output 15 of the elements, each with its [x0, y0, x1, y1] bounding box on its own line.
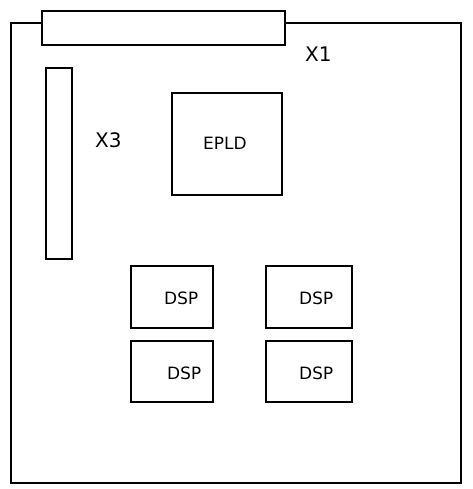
chip-label: DSP: [167, 364, 202, 384]
connector-label: X1: [305, 42, 332, 66]
chip-label: DSP: [299, 364, 334, 384]
chip-box: [171, 92, 283, 196]
connector-strip: [41, 10, 286, 46]
chip-box: [265, 265, 353, 329]
chip-box: [265, 340, 353, 403]
connector-strip: [45, 67, 73, 260]
chip-box: [130, 340, 214, 403]
connector-label: X3: [95, 128, 122, 152]
circuit-board: [10, 22, 462, 484]
chip-label: DSP: [164, 289, 198, 309]
chip-box: [130, 265, 214, 329]
chip-label: EPLD: [203, 134, 247, 154]
chip-label: DSP: [299, 289, 334, 309]
